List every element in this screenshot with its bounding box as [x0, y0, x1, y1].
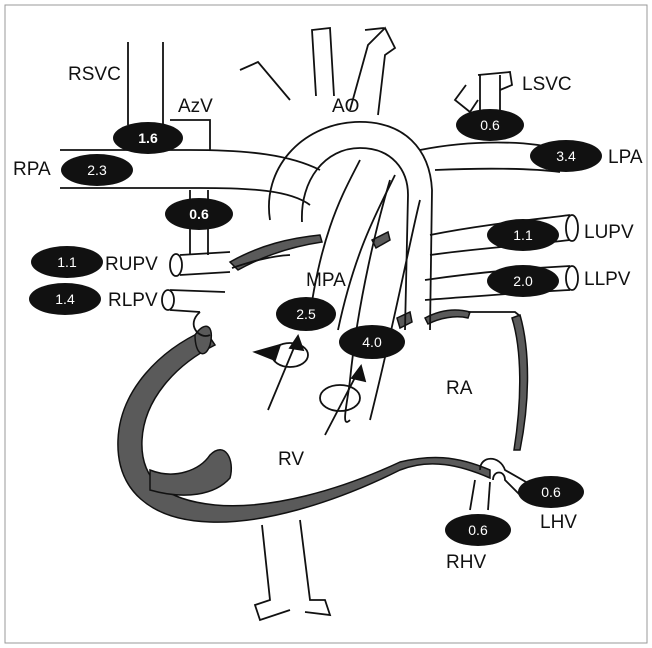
oval-lhv: 0.6: [518, 476, 584, 508]
oval-llpv: 2.0: [487, 265, 559, 297]
value-mpa: 2.5: [296, 306, 316, 322]
label-lpa: LPA: [608, 147, 643, 168]
label-ra: RA: [446, 378, 473, 399]
value-rpa: 2.3: [87, 162, 107, 178]
aortic-arrowhead: [352, 366, 365, 381]
oval-rupv: 1.1: [31, 246, 103, 278]
value-rsvc-azv: 1.6: [138, 130, 158, 146]
label-rv: RV: [278, 449, 304, 470]
oval-rsvc-azv: 1.6: [113, 122, 183, 154]
label-lhv: LHV: [540, 512, 577, 533]
value-lhv: 0.6: [541, 484, 561, 500]
label-rupv: RUPV: [105, 254, 158, 275]
value-lupv: 1.1: [513, 227, 533, 243]
value-azv-lower: 0.6: [189, 206, 209, 222]
oval-ao-root: 4.0: [339, 325, 405, 359]
label-lsvc: LSVC: [522, 74, 572, 95]
value-rlpv: 1.4: [55, 291, 75, 307]
value-llpv: 2.0: [513, 273, 533, 289]
oval-lupv: 1.1: [487, 219, 559, 251]
oval-rlpv: 1.4: [29, 283, 101, 315]
label-rhv: RHV: [446, 552, 486, 573]
value-rupv: 1.1: [57, 254, 77, 270]
label-mpa: MPA: [306, 270, 346, 291]
oval-rhv: 0.6: [445, 514, 511, 546]
label-rpa: RPA: [13, 159, 51, 180]
valve-leaflet: [255, 345, 280, 360]
value-lsvc: 0.6: [480, 117, 500, 133]
value-ao-root: 4.0: [362, 334, 382, 350]
oval-mpa: 2.5: [276, 297, 336, 331]
label-rlpv: RLPV: [108, 290, 158, 311]
oval-rpa: 2.3: [61, 154, 133, 186]
label-llpv: LLPV: [584, 269, 631, 290]
oval-lsvc: 0.6: [456, 109, 524, 141]
label-ao: AO: [332, 96, 359, 117]
label-rsvc: RSVC: [68, 64, 121, 85]
oval-azv-lower: 0.6: [165, 198, 233, 230]
label-lupv: LUPV: [584, 222, 634, 243]
value-lpa: 3.4: [556, 148, 576, 164]
value-rhv: 0.6: [468, 522, 488, 538]
label-azv: AzV: [178, 96, 213, 117]
oval-lpa: 3.4: [530, 140, 602, 172]
